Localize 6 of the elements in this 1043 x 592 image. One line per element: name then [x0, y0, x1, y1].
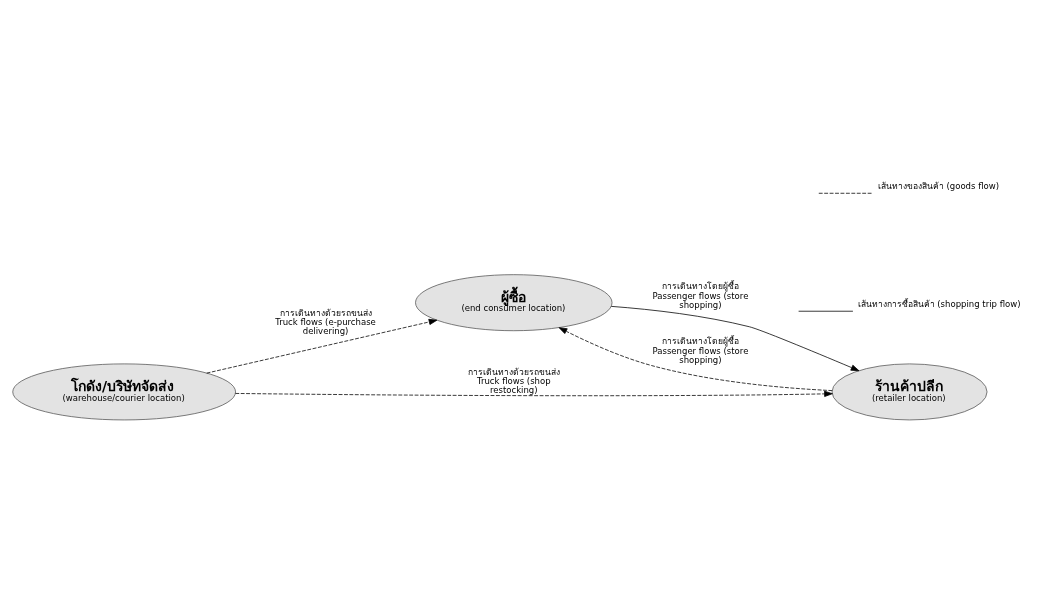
legend-label: เส้นทางการซื้อสินค้า (shopping trip flow)	[857, 298, 1021, 309]
edge-label: การเดินทางด้วยรถขนส่ง Truck flows (e-purchase delivering)	[275, 307, 376, 336]
edge-label: การเดินทางโดยผู้ซื้อ Passenger flows (store shopping)	[652, 280, 749, 310]
edge-label: การเดินทางด้วยรถขนส่ง Truck flows (shop restocking)	[467, 366, 560, 395]
edge-label: การเดินทางโดยผู้ซื้อ Passenger flows (store shopping)	[652, 335, 749, 365]
legend-label: เส้นทางของสินค้า (goods flow)	[877, 180, 1000, 191]
